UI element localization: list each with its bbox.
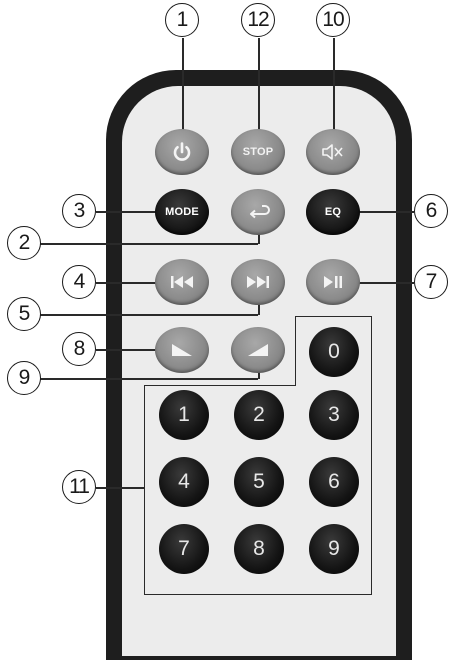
leader-line-10 [333,38,335,136]
callout-7: 7 [414,265,448,299]
leader-line-2v [258,231,260,244]
play-pause-icon [324,276,342,288]
leader-line-4 [96,282,158,284]
volume-down-button[interactable] [155,327,209,373]
numpad-5[interactable]: 5 [234,457,284,507]
callout-12: 12 [241,3,275,37]
numpad-1[interactable]: 1 [159,390,209,440]
numpad-9[interactable]: 9 [309,524,359,574]
previous-track-icon [171,276,193,288]
repeat-button[interactable] [231,189,285,235]
numpad-2[interactable]: 2 [234,390,284,440]
volume-down-icon [172,344,192,356]
leader-line-12 [258,38,260,136]
numpad-0[interactable]: 0 [309,327,359,377]
callout-8: 8 [62,332,96,366]
callout-4: 4 [62,265,96,299]
callout-3: 3 [62,194,96,228]
previous-track-button[interactable] [155,259,209,305]
power-icon [173,142,191,161]
numpad-6[interactable]: 6 [309,457,359,507]
callout-1: 1 [165,3,199,37]
numpad-3[interactable]: 3 [309,390,359,440]
leader-line-8 [96,349,158,351]
volume-up-icon [248,344,268,356]
leader-line-6 [356,211,414,213]
callout-9: 9 [7,361,41,395]
leader-line-11 [96,487,144,489]
leader-line-5v [258,303,260,315]
callout-11: 11 [62,470,96,504]
next-track-button[interactable] [231,259,285,305]
eq-button[interactable]: EQ [306,189,360,235]
repeat-icon [250,205,270,219]
leader-line-9v [258,370,260,379]
mode-button[interactable]: MODE [155,189,209,235]
leader-line-7 [356,282,414,284]
mute-button[interactable] [306,129,360,175]
numpad-7[interactable]: 7 [159,524,209,574]
leader-line-1 [182,38,184,136]
callout-5: 5 [7,297,41,331]
leader-line-2h [40,243,258,245]
numpad-4[interactable]: 4 [159,457,209,507]
next-track-icon [247,276,269,288]
power-button[interactable] [155,129,209,175]
volume-up-button[interactable] [231,327,285,373]
mute-icon [322,144,343,160]
callout-10: 10 [316,3,350,37]
callout-2: 2 [7,226,41,260]
leader-line-9h [40,378,258,380]
callout-6: 6 [414,194,448,228]
leader-line-3 [96,211,160,213]
stop-button[interactable]: STOP [231,129,285,175]
numpad-8[interactable]: 8 [234,524,284,574]
play-pause-button[interactable] [306,259,360,305]
leader-line-5h [40,314,258,316]
